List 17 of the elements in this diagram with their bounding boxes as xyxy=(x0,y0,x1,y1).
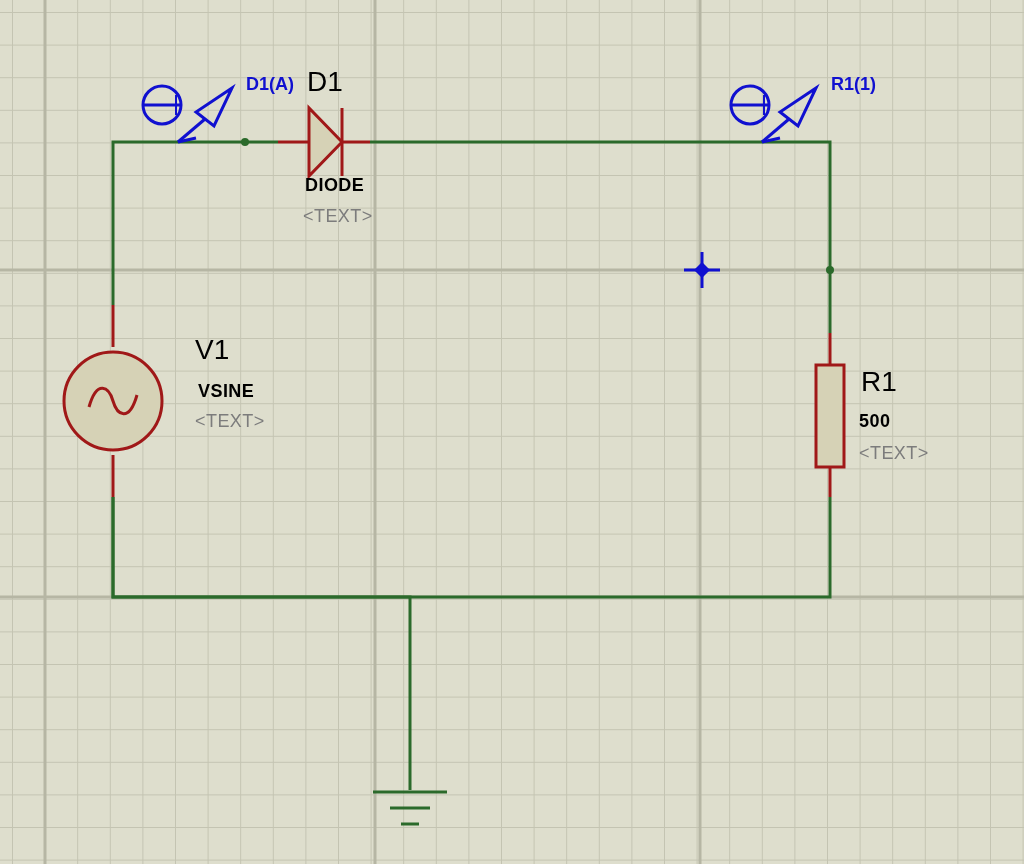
wire xyxy=(370,140,832,333)
resistor-symbol xyxy=(813,333,847,497)
component-value: 500 xyxy=(859,412,891,430)
probe-label: D1(A) xyxy=(246,75,294,93)
component-value: VSINE xyxy=(198,382,255,400)
probe-label: R1(1) xyxy=(831,75,876,93)
wire xyxy=(111,140,278,305)
attribute-text: <TEXT> xyxy=(859,444,929,462)
component-reference: V1 xyxy=(195,336,230,364)
diode-symbol xyxy=(278,105,370,179)
attribute-text: <TEXT> xyxy=(195,412,265,430)
ac-voltage-source-symbol xyxy=(63,305,163,497)
component-reference: D1 xyxy=(307,68,343,96)
wire xyxy=(111,497,412,790)
component-value: DIODE xyxy=(305,176,365,194)
component-reference: R1 xyxy=(861,368,897,396)
attribute-text: <TEXT> xyxy=(303,207,373,225)
